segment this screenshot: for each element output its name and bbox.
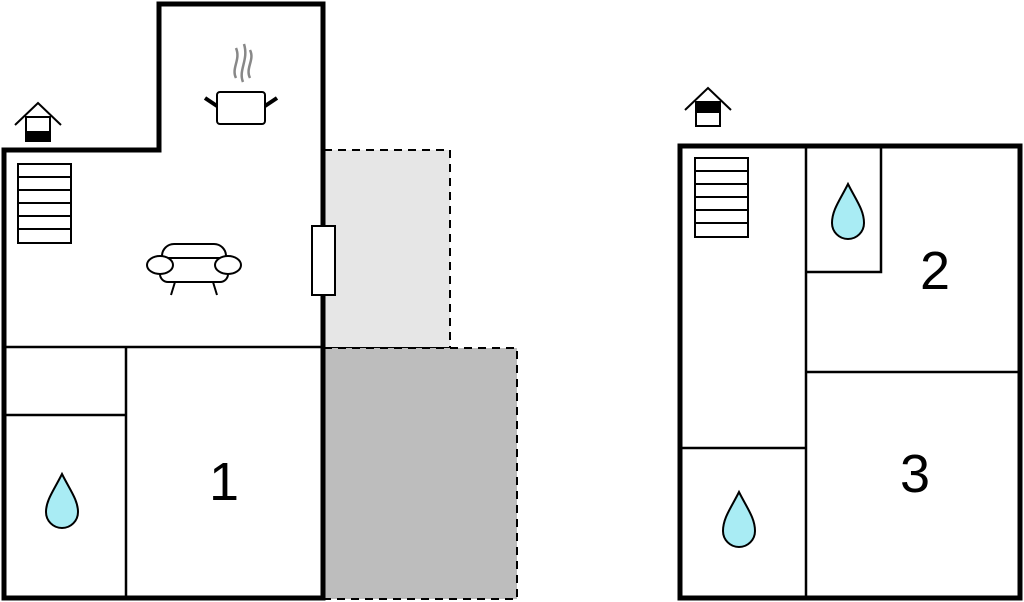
house-entrance-icon xyxy=(14,101,62,142)
sofa-icon xyxy=(146,243,242,296)
terrace-dark xyxy=(323,347,518,600)
outer-wall xyxy=(1,1,326,601)
upper-floor: 2 3 xyxy=(677,86,1023,601)
water-drop-icon xyxy=(44,471,80,529)
room-label-1: 1 xyxy=(209,452,239,512)
interior-wall-bath-nook xyxy=(806,146,883,274)
door-icon xyxy=(311,225,336,296)
room-label-3: 3 xyxy=(900,444,930,504)
stairs-icon xyxy=(17,163,72,244)
water-drop-icon xyxy=(721,489,757,548)
cooking-pot-icon xyxy=(203,43,279,125)
ground-floor: 1 xyxy=(1,1,518,601)
water-drop-icon xyxy=(830,181,866,240)
terrace-light xyxy=(323,149,451,349)
house-entrance-icon xyxy=(684,86,732,127)
stairs-icon xyxy=(694,157,749,238)
room-label-2: 2 xyxy=(920,241,950,301)
